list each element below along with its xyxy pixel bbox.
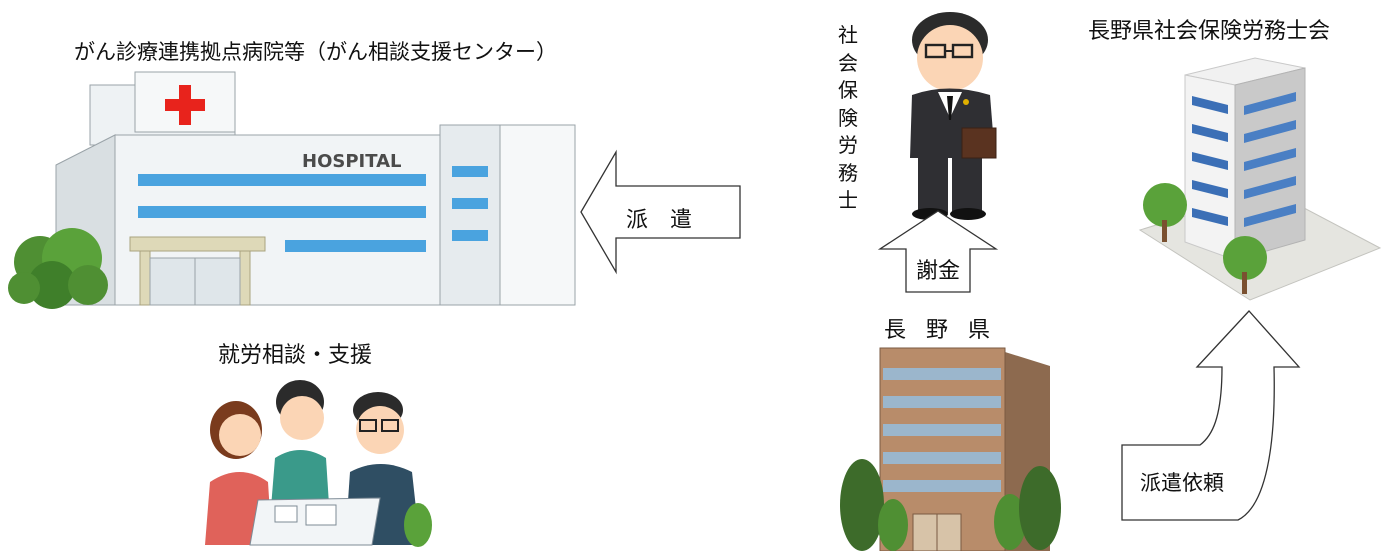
sharoushi-vertical-label: 社会保険労務士 (838, 23, 858, 212)
sharoushi-association-title: 長野県社会保険労務士会 (1088, 19, 1331, 44)
sharoushi-illustration (910, 12, 997, 220)
hospital-title: がん診療連携拠点病院等（がん相談支援センター） (74, 40, 557, 64)
dispatch-arrow: 派 遣 (580, 149, 741, 275)
association-building-illustration (1138, 57, 1382, 301)
prefecture-title: 長野県 (884, 318, 1011, 343)
consultation-illustration (205, 380, 432, 547)
request-arrow: 派遣依頼 (1121, 310, 1301, 521)
hospital-sign: HOSPITAL (302, 151, 402, 172)
dispatch-arrow-label: 派 遣 (626, 208, 692, 233)
prefecture-building-illustration (840, 347, 1061, 551)
request-arrow-label: 派遣依頼 (1140, 471, 1224, 495)
consultation-title: 就労相談・支援 (218, 343, 373, 368)
bush-icon (8, 228, 108, 309)
fee-arrow-label: 謝金 (916, 259, 960, 284)
hospital-illustration: HOSPITAL (8, 71, 576, 309)
fee-arrow: 謝金 (877, 210, 999, 293)
red-cross-icon (165, 85, 205, 125)
